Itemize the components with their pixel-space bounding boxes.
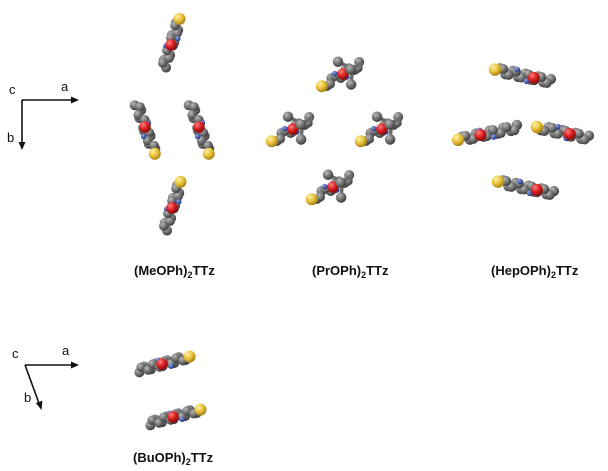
sulfur-atom bbox=[530, 120, 544, 134]
sulfur-atom bbox=[488, 63, 502, 76]
nitrogen-atom bbox=[281, 125, 288, 132]
nitrogen-atom bbox=[168, 363, 175, 369]
sulfur-atom bbox=[173, 12, 186, 25]
carbon-atom bbox=[149, 140, 159, 151]
carbon-atom bbox=[364, 134, 375, 144]
carbon-atom bbox=[164, 53, 174, 63]
axis-indicator-top bbox=[18, 96, 79, 150]
ttz-molecule bbox=[145, 403, 207, 431]
sulfur-atom bbox=[491, 175, 505, 188]
molecule-layer bbox=[129, 12, 595, 431]
nitrogen-atom bbox=[176, 198, 182, 205]
carbon-atom bbox=[547, 122, 558, 133]
ttz-molecule bbox=[183, 100, 215, 160]
oxygen-atom bbox=[139, 121, 151, 133]
ttz-molecule bbox=[265, 111, 315, 148]
nitrogen-atom bbox=[517, 178, 523, 185]
carbon-atom bbox=[187, 110, 197, 120]
ttz-molecule bbox=[354, 111, 404, 148]
carbon-atom bbox=[282, 111, 294, 122]
carbon-atom bbox=[495, 128, 506, 139]
nitrogen-atom bbox=[140, 133, 147, 140]
carbon-atom bbox=[332, 56, 344, 67]
sulfur-atom bbox=[194, 403, 207, 416]
axis-label-b-bottom: b bbox=[24, 390, 32, 405]
nitrogen-atom bbox=[526, 190, 533, 196]
oxygen-atom bbox=[193, 121, 205, 133]
nitrogen-atom bbox=[554, 123, 561, 130]
oxygen-atom bbox=[563, 128, 576, 140]
carbon-atom bbox=[345, 64, 357, 75]
ttz-molecule bbox=[488, 63, 557, 88]
nitrogen-atom bbox=[370, 125, 377, 132]
axis-indicator-bottom bbox=[24, 361, 79, 410]
carbon-atom bbox=[203, 140, 213, 151]
nitrogen-atom bbox=[331, 70, 338, 77]
carbon-atom bbox=[335, 177, 347, 188]
carbon-atom bbox=[295, 119, 307, 130]
axis-label-b-top: b bbox=[7, 130, 15, 145]
oxygen-atom bbox=[474, 129, 487, 142]
oxygen-atom bbox=[167, 411, 179, 423]
axis-label-c-bottom: c bbox=[12, 346, 19, 361]
carbon-atom bbox=[371, 111, 383, 122]
nitrogen-atom bbox=[490, 134, 497, 140]
carbon-atom bbox=[172, 28, 182, 38]
carbon-atom bbox=[315, 192, 326, 202]
ttz-molecule bbox=[305, 169, 355, 206]
carbon-atom bbox=[322, 169, 334, 180]
oxygen-atom bbox=[166, 202, 178, 214]
carbon-atom bbox=[345, 79, 357, 90]
oxygen-atom bbox=[530, 183, 543, 196]
ttz-molecule bbox=[451, 119, 523, 147]
nitrogen-atom bbox=[514, 66, 520, 73]
sulfur-atom bbox=[148, 147, 161, 160]
nitrogen-atom bbox=[179, 416, 186, 422]
axis-label-a-top: a bbox=[61, 79, 69, 94]
sulfur-atom bbox=[305, 193, 318, 206]
sulfur-atom bbox=[451, 133, 465, 147]
caption-proph2ttz: (PrOPh)2TTz bbox=[312, 263, 389, 280]
sulfur-atom bbox=[183, 350, 196, 363]
sulfur-atom bbox=[265, 135, 278, 148]
ttz-molecule bbox=[491, 175, 560, 200]
sulfur-atom bbox=[354, 135, 367, 148]
carbon-atom bbox=[133, 110, 143, 120]
ttz-molecule bbox=[134, 350, 196, 378]
carbon-atom bbox=[509, 125, 520, 136]
carbon-atom bbox=[335, 192, 347, 203]
ttz-molecule bbox=[315, 56, 365, 93]
carbon-atom bbox=[189, 102, 199, 112]
oxygen-atom bbox=[156, 358, 168, 370]
nitrogen-atom bbox=[194, 133, 201, 140]
nitrogen-atom bbox=[321, 183, 328, 190]
carbon-atom bbox=[384, 134, 396, 145]
oxygen-atom bbox=[165, 39, 177, 51]
ttz-molecule bbox=[530, 120, 595, 145]
oxygen-atom bbox=[527, 71, 540, 84]
nitrogen-atom bbox=[523, 78, 530, 84]
ttz-molecule bbox=[158, 12, 186, 73]
carbon-atom bbox=[173, 191, 183, 201]
sulfur-atom bbox=[202, 147, 215, 160]
ttz-molecule bbox=[159, 175, 187, 236]
nitrogen-atom bbox=[175, 35, 181, 42]
carbon-atom bbox=[384, 119, 396, 130]
carbon-atom bbox=[135, 102, 145, 112]
axis-label-c-top: c bbox=[9, 82, 16, 97]
carbon-atom bbox=[573, 128, 584, 139]
caption-hepoph2ttz: (HepOPh)2TTz bbox=[491, 263, 579, 280]
carbon-atom bbox=[295, 134, 307, 145]
carbon-atom bbox=[275, 134, 286, 144]
ttz-molecule bbox=[129, 100, 161, 160]
axis-label-a-bottom: a bbox=[62, 343, 70, 358]
carbon-atom bbox=[325, 79, 336, 89]
caption-meoph2ttz: (MeOPh)2TTz bbox=[134, 263, 215, 280]
carbon-atom bbox=[165, 216, 175, 226]
sulfur-atom bbox=[174, 175, 187, 188]
sulfur-atom bbox=[315, 80, 328, 93]
caption-buoph2ttz: (BuOPh)2TTz bbox=[133, 450, 214, 467]
